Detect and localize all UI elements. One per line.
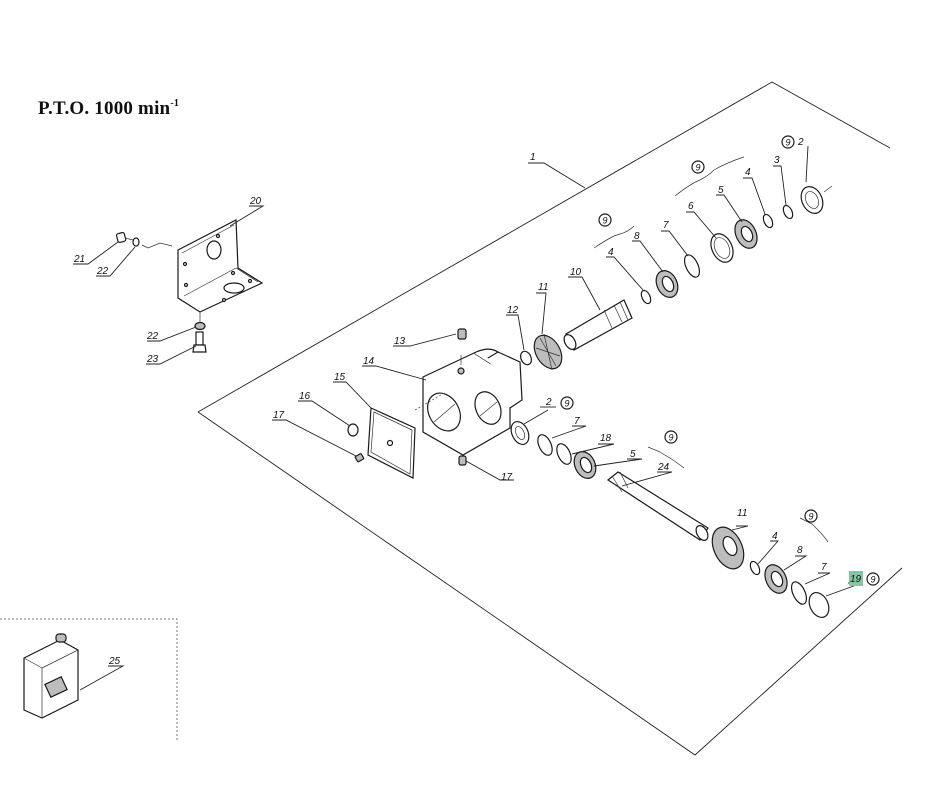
- callout-7-lower-b[interactable]: 7: [821, 562, 827, 573]
- kit-marker-seal-lower: 9: [560, 396, 574, 410]
- oil-inset-box: [0, 618, 178, 740]
- callout-15[interactable]: 15: [334, 372, 346, 383]
- kit-marker-label: 9: [668, 433, 673, 443]
- ring-7-lower-a: [537, 434, 553, 456]
- callout-3[interactable]: 3: [774, 155, 780, 166]
- kit-marker-upper-a: 9: [598, 213, 612, 227]
- plug-17-bottom: [458, 455, 467, 466]
- shaft-24: [606, 471, 709, 541]
- plug-17-left: [354, 453, 365, 463]
- ring-7-upper: [683, 254, 701, 278]
- kit-marker-upper-b: 9: [691, 160, 705, 174]
- callout-22-top[interactable]: 22: [96, 266, 109, 277]
- bearing-cup-6: [710, 233, 734, 263]
- callout-7-lower-a[interactable]: 7: [574, 416, 580, 427]
- circlip-4-upper-b: [762, 213, 774, 229]
- highlight-part-19: [849, 571, 863, 586]
- kit-braces: [593, 156, 829, 543]
- gearbox-housing: [422, 348, 523, 456]
- callout-4-upper-a[interactable]: 4: [608, 247, 614, 258]
- kit-marker-upper-c: 9: [781, 135, 795, 149]
- callout-25[interactable]: 25: [108, 656, 121, 667]
- oil-seal-2-lower: [510, 421, 530, 445]
- ring-7-lower-b: [790, 581, 808, 605]
- callout-4-upper-b[interactable]: 4: [745, 167, 751, 178]
- callout-11-upper[interactable]: 11: [538, 282, 548, 293]
- washer-22-bottom: [194, 321, 206, 331]
- callout-10[interactable]: 10: [570, 267, 582, 278]
- bevel-gear-11-upper: [533, 333, 563, 371]
- oil-seal-2-upper: [800, 185, 833, 214]
- kit-markers: 9 9 9 9 9 9 9: [560, 135, 880, 586]
- callout-8-lower[interactable]: 8: [797, 545, 803, 556]
- kit-marker-label: 9: [602, 216, 607, 226]
- callout-22-bottom[interactable]: 22: [146, 331, 159, 342]
- callout-2-lower[interactable]: 2: [545, 397, 552, 408]
- callout-20[interactable]: 20: [249, 196, 262, 207]
- circlip-3: [782, 204, 794, 220]
- washer-22-top: [132, 237, 140, 247]
- bevel-gear-11-lower: [711, 526, 745, 570]
- breather-16: [347, 423, 359, 437]
- kit-marker-label: 9: [785, 138, 790, 148]
- kit-marker-label: 9: [695, 163, 700, 173]
- bearing-8-lower: [764, 564, 788, 594]
- callout-23[interactable]: 23: [146, 354, 159, 365]
- circlip-4-upper-a: [640, 289, 652, 305]
- callout-14[interactable]: 14: [363, 356, 375, 367]
- callout-16[interactable]: 16: [299, 391, 311, 402]
- callout-1[interactable]: 1: [530, 152, 536, 163]
- kit-marker-label: 9: [564, 399, 569, 409]
- assembly-outline: [197, 81, 903, 756]
- seal-ring-12: [519, 350, 533, 366]
- callout-2-upper[interactable]: 2: [797, 137, 804, 148]
- callout-12[interactable]: 12: [507, 305, 519, 316]
- callout-18[interactable]: 18: [600, 433, 612, 444]
- bearing-8-upper: [655, 270, 679, 298]
- callout-7-upper[interactable]: 7: [663, 220, 669, 231]
- diagram-title: P.T.O. 1000 min-1: [38, 98, 179, 120]
- callout-24[interactable]: 24: [657, 462, 670, 473]
- bolt-23: [192, 331, 207, 353]
- oil-can: [23, 633, 79, 719]
- title-text: P.T.O. 1000 min: [38, 98, 171, 119]
- leader-lines: [73, 145, 863, 691]
- circlip-4-lower: [749, 560, 761, 576]
- shaft-10: [563, 299, 633, 351]
- callout-17-left[interactable]: 17: [273, 410, 285, 421]
- kit-marker-label: 9: [870, 575, 875, 585]
- callout-11-lower[interactable]: 11: [737, 508, 747, 519]
- cap-19: [808, 592, 830, 618]
- plug-13: [457, 328, 467, 340]
- shim-18: [556, 443, 572, 465]
- callout-6[interactable]: 6: [688, 201, 694, 212]
- kit-marker-19: 9: [866, 572, 880, 586]
- callout-5-upper[interactable]: 5: [718, 185, 724, 196]
- callout-17-bottom[interactable]: 17: [501, 472, 513, 483]
- mounting-bracket: [141, 219, 264, 325]
- callout-13[interactable]: 13: [394, 336, 406, 347]
- bolt-21: [115, 231, 134, 244]
- callout-21[interactable]: 21: [73, 254, 85, 265]
- kit-marker-lower-b: 9: [804, 509, 818, 523]
- callout-8-upper[interactable]: 8: [634, 231, 640, 242]
- cover-plate: [367, 391, 447, 479]
- bearing-5-upper: [734, 219, 758, 249]
- callout-19[interactable]: 19: [850, 574, 862, 585]
- bearing-5-lower: [573, 451, 597, 479]
- callout-labels[interactable]: 1 2 3 4 5 6 7 8 4 10 11 12 13 14 15 16 1…: [73, 137, 862, 667]
- kit-marker-lower-a: 9: [664, 430, 678, 444]
- callout-4-lower[interactable]: 4: [772, 531, 778, 542]
- title-superscript: -1: [170, 98, 180, 109]
- callout-5-lower[interactable]: 5: [630, 449, 636, 460]
- kit-marker-label: 9: [808, 512, 813, 522]
